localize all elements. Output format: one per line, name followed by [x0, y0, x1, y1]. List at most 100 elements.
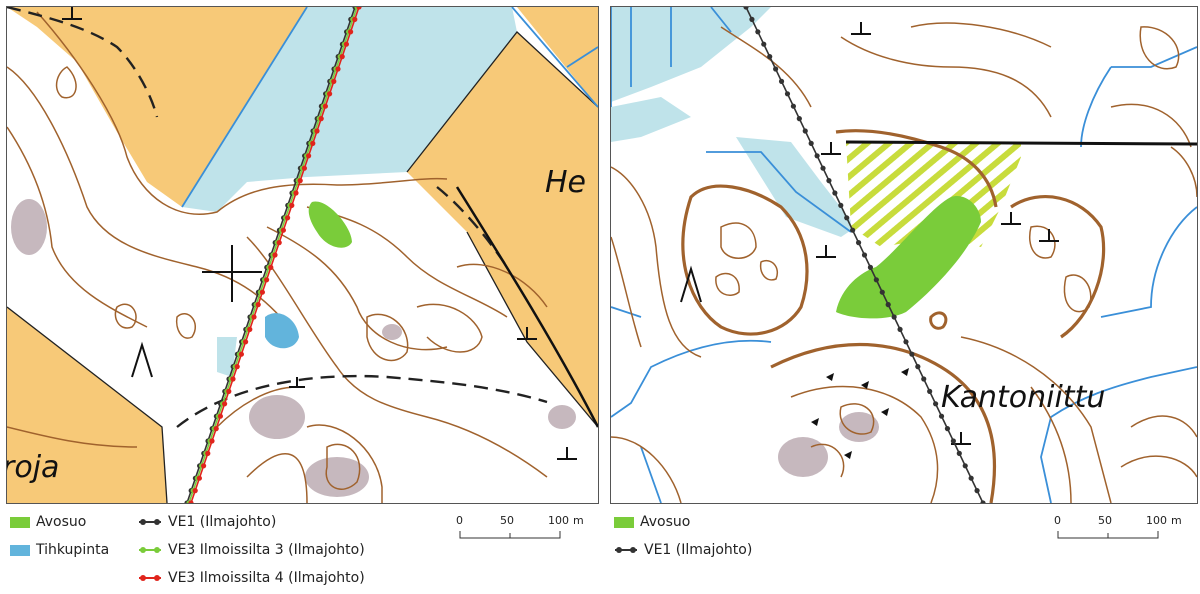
ve1-power-line-pylon — [891, 314, 897, 320]
ve1-power-line-pylon — [796, 116, 802, 122]
ve1-power-line-pylon — [743, 7, 749, 10]
depression-marks — [811, 368, 909, 459]
field-borders — [7, 31, 598, 503]
ve1-power-line-pylon — [933, 401, 939, 407]
ve3-4-power-line-pylon — [318, 116, 324, 122]
ve3-4-power-line-pylon — [322, 103, 328, 109]
ve1-power-line-pylon — [850, 227, 856, 233]
ve1-power-line-pylon — [909, 351, 915, 357]
ve1-power-line-pylon — [897, 326, 903, 332]
road-line — [845, 140, 1197, 146]
ve3-4-power-line-pylon — [264, 277, 270, 283]
boundary-marks — [62, 7, 577, 460]
ve3-4-power-line-pylon — [255, 302, 261, 308]
ve1-power-line-pylon — [938, 413, 945, 419]
legend-left: Avosuo Tihkupinta VE1 (Ilmajohto) VE3 Il… — [10, 512, 600, 592]
water-area — [611, 97, 691, 142]
ve3-4-power-line-pylon — [222, 401, 228, 407]
scale-unit: m — [573, 514, 584, 527]
ve1-line-symbol — [614, 545, 638, 555]
open-bog-patch — [836, 196, 981, 319]
ve1-power-line-pylon — [921, 376, 927, 382]
water-area — [182, 7, 517, 212]
legend-item-avosuo: Avosuo — [10, 514, 86, 530]
rock-outcrop — [305, 457, 369, 497]
ve1-power-line-pylon — [749, 16, 755, 22]
ve1-line-symbol — [138, 517, 162, 527]
ve1-power-line-pylon — [879, 289, 885, 295]
ve1-power-line-pylon — [962, 463, 968, 469]
ve3-4-power-line-pylon — [268, 264, 274, 270]
ve1-power-line-pylon — [915, 364, 921, 370]
ve3-4-power-line-pylon — [272, 252, 278, 258]
avosuo-swatch — [10, 516, 30, 528]
map-panel-right[interactable]: Kantoniittu — [610, 6, 1198, 504]
ve1-power-line-pylon — [808, 140, 814, 146]
ve1-power-line-pylon — [927, 388, 933, 394]
ve3-4-line-symbol — [138, 573, 162, 583]
ve3-4-power-line-pylon — [331, 78, 337, 84]
ve3-4-power-line-pylon — [188, 500, 194, 503]
scale-tick-100: 100 — [1146, 514, 1167, 527]
legend-item-avosuo: Avosuo — [614, 514, 690, 530]
ve1-power-line-pylon — [873, 277, 879, 283]
water-area — [611, 7, 771, 102]
ve1-power-line-pylon — [820, 165, 826, 171]
ve3-4-power-line-pylon — [234, 364, 240, 370]
scale-tick-0: 0 — [1054, 514, 1061, 527]
ve1-power-line-pylon — [761, 41, 767, 47]
ve1-power-line-pylon — [790, 103, 796, 109]
ve1-power-line-pylon — [814, 153, 820, 159]
ve1-power-line-pylon — [980, 500, 986, 503]
cross-symbol — [202, 245, 262, 302]
road-line — [455, 186, 598, 428]
legend-label: VE3 Ilmoissilta 4 (Ilmajohto) — [168, 570, 365, 586]
ve3-4-power-line-pylon — [356, 7, 362, 10]
rock-outcrop — [382, 324, 402, 340]
scale-tick-0: 0 — [456, 514, 463, 527]
ve1-power-line-pylon — [802, 128, 808, 134]
ve1-power-line-pylon — [838, 202, 844, 208]
seep-patch — [265, 313, 299, 349]
avosuo-swatch — [614, 516, 634, 528]
legend-label: Avosuo — [640, 514, 691, 530]
map-panel-left[interactable]: He roja — [6, 6, 599, 504]
legend-item-ve3-3: VE3 Ilmoissilta 3 (Ilmajohto) — [138, 542, 365, 558]
field-area — [407, 32, 598, 427]
rock-outcrop — [11, 199, 47, 255]
ve1-power-line-pylon — [956, 450, 962, 456]
ve1-power-line-pylon — [903, 339, 909, 345]
water-area — [736, 137, 856, 237]
ve1-power-line-pylon — [855, 240, 862, 246]
contour-lines — [7, 11, 548, 503]
ve1-power-line-pylon — [974, 488, 980, 494]
ve1-power-line-pylon — [832, 190, 838, 196]
ve3-4-power-line-pylon — [280, 227, 286, 233]
legend-item-ve3-4: VE3 Ilmoissilta 4 (Ilmajohto) — [138, 570, 365, 586]
stream-lines — [181, 7, 598, 208]
ve1-power-line-pylon — [844, 215, 850, 221]
scale-unit: m — [1171, 514, 1182, 527]
ve3-4-power-line-pylon — [192, 488, 198, 494]
cliff-symbol — [680, 265, 702, 303]
field-area — [7, 307, 167, 503]
ve1-power-line-pylon — [755, 29, 761, 35]
ve3-4-power-line-pylon — [352, 16, 358, 22]
rock-outcrop — [778, 437, 828, 477]
ve3-4-power-line-pylon — [201, 463, 207, 469]
ve3-4-power-line-pylon — [310, 140, 316, 146]
field-area — [7, 7, 307, 207]
ve1-power-line-pylon — [885, 302, 891, 308]
ve3-4-power-line-pylon — [339, 54, 345, 60]
ve3-4-power-line-pylon — [243, 339, 249, 345]
legend-item-ve1: VE1 (Ilmajohto) — [614, 542, 752, 558]
ve3-4-power-line-pylon — [301, 165, 307, 171]
ve3-4-power-line-pylon — [209, 438, 215, 444]
ve1-power-line-pylon — [767, 54, 773, 60]
rock-outcrop — [839, 412, 879, 442]
scale-tick-50: 50 — [500, 514, 514, 527]
ve1-power-line-pylon — [950, 438, 956, 444]
ve1-power-line-pylon — [867, 264, 874, 270]
field-area — [517, 7, 598, 107]
power-line-group — [184, 7, 362, 503]
